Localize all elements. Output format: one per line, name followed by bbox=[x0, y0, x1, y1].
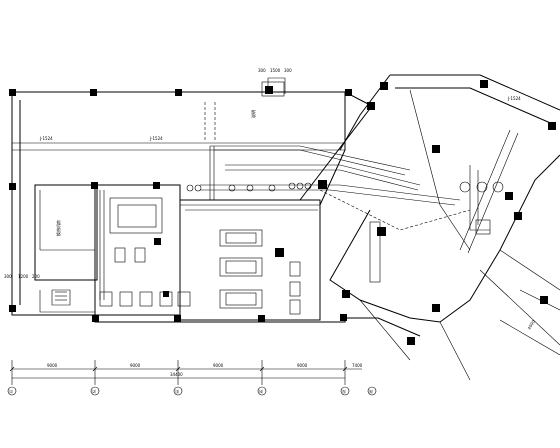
dimension-chain: 9000 9000 9000 9000 7400 34400 bbox=[9, 360, 363, 385]
dim-segment-1: 9000 bbox=[47, 363, 58, 368]
piping bbox=[12, 77, 519, 300]
dim-segment-3: 9000 bbox=[213, 363, 224, 368]
right-dim: 4000 bbox=[527, 319, 537, 331]
equipment bbox=[99, 81, 504, 315]
axis-1: ⑴ bbox=[9, 388, 13, 394]
room-label-left: 换热机房 bbox=[55, 220, 61, 236]
top-dim-1: 300 bbox=[258, 68, 266, 73]
axis-4: ⑷ bbox=[259, 388, 263, 394]
building-outline bbox=[11, 74, 560, 381]
left-dim-2: 1200 bbox=[18, 274, 29, 279]
pipe-label-3: J-1524 bbox=[507, 96, 521, 101]
dim-segment-2: 9000 bbox=[130, 363, 141, 368]
axis-bubbles: ⑴ ⑵ ⑶ ⑷ ⑸ ⑹ bbox=[7, 386, 377, 396]
dim-total: 34400 bbox=[170, 372, 183, 377]
top-dim-3: 300 bbox=[284, 68, 292, 73]
annotations: 300 1500 300 J-1524 J-1524 J-1524 换热机房 说… bbox=[4, 68, 536, 331]
dim-segment-5: 7400 bbox=[352, 363, 363, 368]
left-dim-3: 200 bbox=[32, 274, 40, 279]
dim-segment-4: 9000 bbox=[297, 363, 308, 368]
left-dim-1: 300 bbox=[4, 274, 12, 279]
axis-6: ⑹ bbox=[369, 388, 373, 394]
axis-2: ⑵ bbox=[92, 388, 96, 394]
side-label: 说明 bbox=[250, 110, 256, 118]
pipe-label-2: J-1524 bbox=[149, 136, 163, 141]
top-dim-2: 1500 bbox=[270, 68, 281, 73]
axis-5: ⑸ bbox=[342, 388, 346, 394]
structural-columns bbox=[9, 80, 556, 345]
axis-3: ⑶ bbox=[175, 388, 179, 394]
pipe-label-1: J-1524 bbox=[39, 136, 53, 141]
